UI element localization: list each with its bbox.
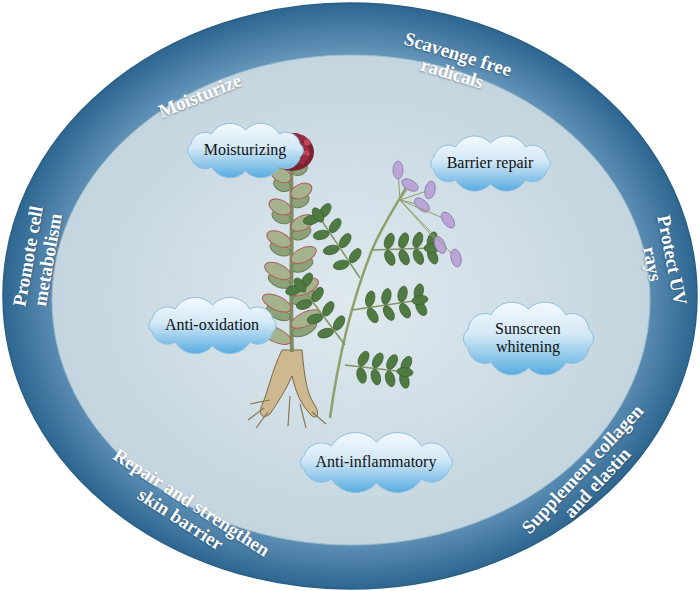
plant-illustration [248,133,463,428]
outer-ellipse [3,3,697,589]
cloud-label: Moisturizing [204,141,287,159]
cloud-label: Anti-inflammatory [316,453,437,471]
cloud-label: Sunscreen whitening [481,320,576,357]
cloud-box: Moisturizing [182,124,309,177]
cloud-box: Barrier repair [425,137,556,190]
cloud-label: Barrier repair [447,154,534,172]
cloud-box: Anti-inflammatory [294,436,459,489]
cloud-label: Anti-oxidation [165,316,259,334]
cloud-outline [430,135,550,190]
cloud-outline [463,302,593,375]
cloud-outline [300,432,452,492]
cloud-outline [148,297,275,353]
cloud-outline [187,123,303,177]
cloud-box: Anti-oxidation [143,299,282,352]
cloud-box: Sunscreen whitening [459,303,598,374]
